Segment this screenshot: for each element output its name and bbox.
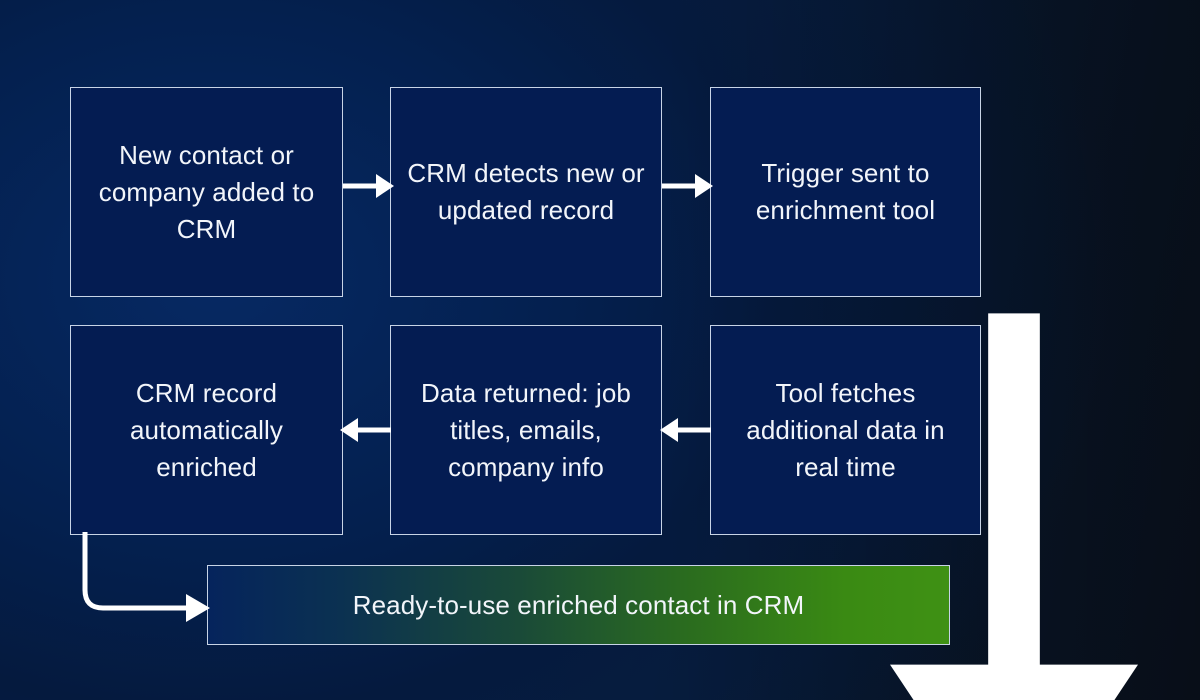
arrow-right-icon-crm-detects-to-trigger-sent [662,174,713,198]
flow-node-label: Trigger sent to enrichment tool [755,158,936,225]
arrow-left-icon-tool-fetches-to-data-returned [660,418,711,442]
flow-node-label: CRM record automatically enriched [129,377,284,482]
arrow-right-icon-new-contact-to-crm-detects [343,174,394,198]
flow-node-tool-fetches[interactable]: Tool fetches additional data in real tim… [710,325,981,535]
flow-node-label: New contact or company added to CRM [98,139,315,244]
flow-node-data-returned[interactable]: Data returned: job titles, emails, compa… [390,325,662,535]
arrow-left-icon-data-returned-to-record-enriched [340,418,391,442]
flow-node-trigger-sent[interactable]: Trigger sent to enrichment tool [710,87,981,297]
flow-node-label: CRM detects new or updated record [407,158,645,225]
arrow-elbow-icon-record-enriched-to-result [82,532,210,622]
flow-node-label: Data returned: job titles, emails, compa… [421,377,631,482]
flow-node-new-contact[interactable]: New contact or company added to CRM [70,87,343,297]
flow-result-bar-ready-to-use[interactable]: Ready-to-use enriched contact in CRM [207,565,950,645]
flow-node-crm-detects[interactable]: CRM detects new or updated record [390,87,662,297]
flow-node-label: Tool fetches additional data in real tim… [746,377,945,482]
flow-result-label: Ready-to-use enriched contact in CRM [352,590,805,620]
arrow-down-icon-trigger-sent-to-tool-fetches [890,313,1138,700]
flow-node-record-enriched[interactable]: CRM record automatically enriched [70,325,343,535]
